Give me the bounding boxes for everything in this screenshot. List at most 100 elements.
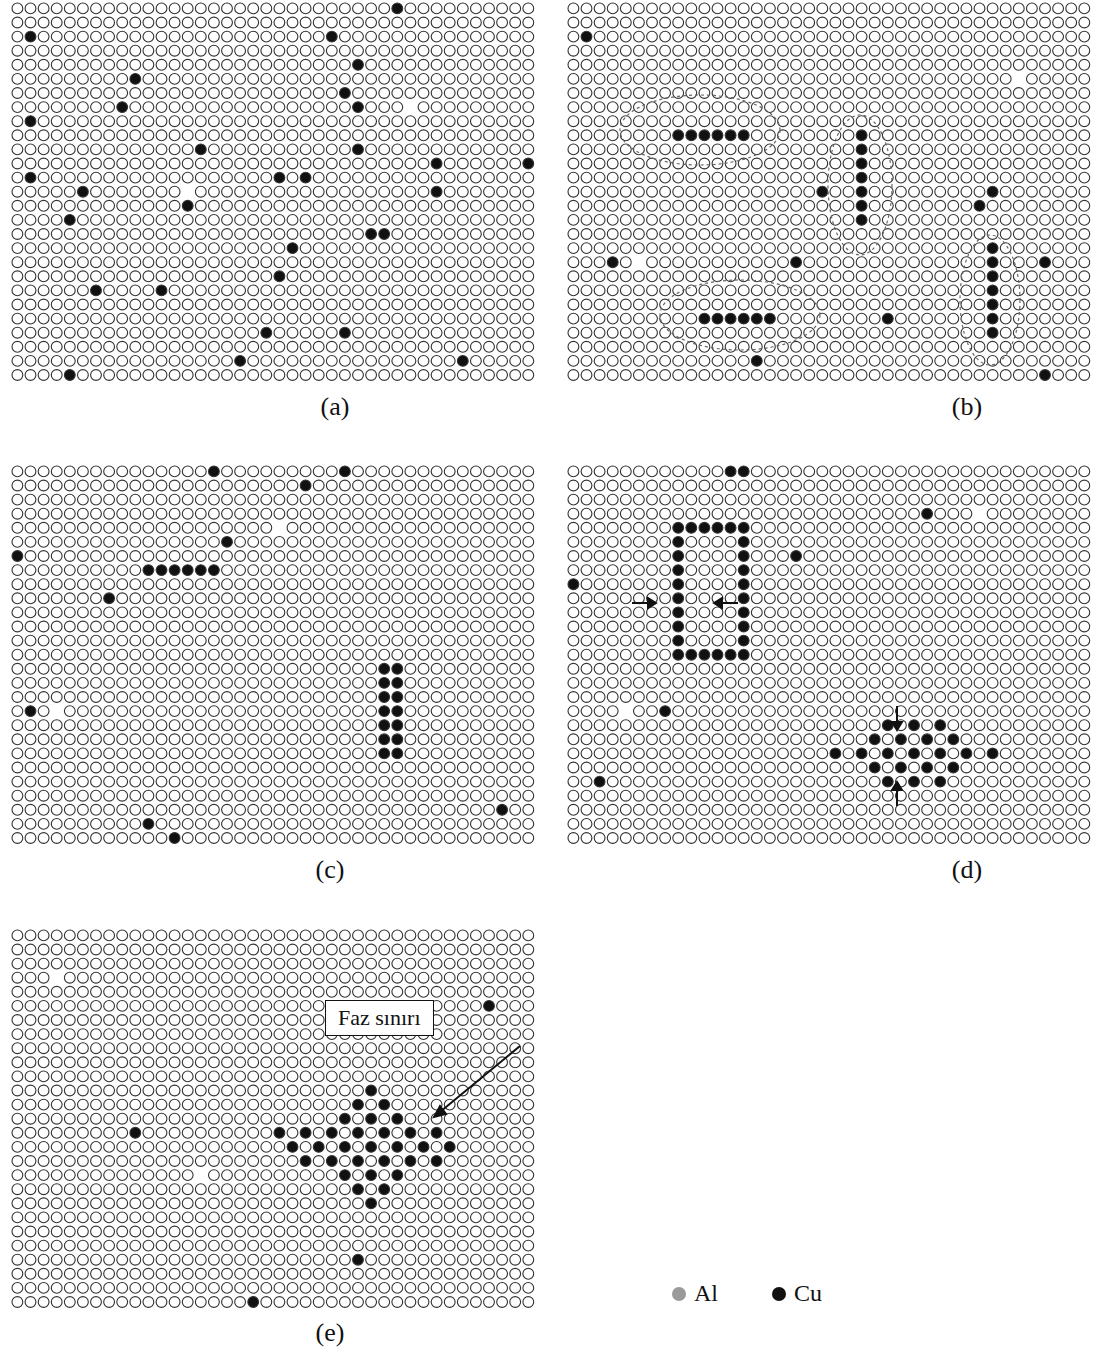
- al-atom: [38, 356, 49, 367]
- al-atom: [712, 257, 723, 268]
- al-atom: [300, 200, 311, 211]
- al-atom: [568, 285, 579, 296]
- al-atom: [457, 17, 468, 28]
- al-atom: [222, 130, 233, 141]
- al-atom: [620, 200, 631, 211]
- al-atom: [169, 45, 180, 56]
- al-atom: [523, 229, 534, 240]
- al-atom: [471, 341, 482, 352]
- al-atom: [647, 130, 658, 141]
- al-atom: [418, 356, 429, 367]
- al-atom: [444, 3, 455, 14]
- al-atom: [634, 31, 645, 42]
- al-atom: [418, 313, 429, 324]
- al-atom: [353, 243, 364, 254]
- al-atom: [169, 327, 180, 338]
- al-atom: [751, 88, 762, 99]
- al-atom: [1053, 45, 1064, 56]
- al-atom: [431, 243, 442, 254]
- al-atom: [607, 215, 618, 226]
- al-atom: [791, 229, 802, 240]
- al-atom: [117, 3, 128, 14]
- al-atom: [568, 186, 579, 197]
- al-atom: [830, 299, 841, 310]
- al-atom: [379, 3, 390, 14]
- al-atom: [1027, 17, 1038, 28]
- al-atom: [568, 215, 579, 226]
- al-atom: [1000, 257, 1011, 268]
- al-atom: [25, 59, 36, 70]
- al-atom: [778, 88, 789, 99]
- cu-atom: [117, 102, 128, 113]
- al-atom: [673, 59, 684, 70]
- al-atom: [143, 243, 154, 254]
- al-atom: [261, 88, 272, 99]
- al-atom: [326, 102, 337, 113]
- al-atom: [195, 271, 206, 282]
- al-atom: [1053, 257, 1064, 268]
- al-atom: [326, 229, 337, 240]
- al-atom: [620, 257, 631, 268]
- al-atom: [922, 3, 933, 14]
- al-atom: [444, 200, 455, 211]
- al-atom: [235, 31, 246, 42]
- al-atom: [326, 59, 337, 70]
- al-atom: [712, 3, 723, 14]
- cu-atom: [987, 243, 998, 254]
- al-atom: [869, 243, 880, 254]
- al-atom: [182, 172, 193, 183]
- al-atom: [686, 257, 697, 268]
- al-atom: [117, 341, 128, 352]
- al-atom: [418, 31, 429, 42]
- al-atom: [64, 356, 75, 367]
- al-atom: [379, 144, 390, 155]
- al-atom: [882, 257, 893, 268]
- al-atom: [1027, 3, 1038, 14]
- al-atom: [91, 3, 102, 14]
- al-atom: [620, 130, 631, 141]
- al-atom: [353, 215, 364, 226]
- al-atom: [444, 299, 455, 310]
- al-atom: [896, 299, 907, 310]
- al-atom: [1000, 31, 1011, 42]
- al-atom: [751, 229, 762, 240]
- al-atom: [326, 172, 337, 183]
- al-atom: [497, 116, 508, 127]
- al-atom: [248, 356, 259, 367]
- al-atom: [948, 271, 959, 282]
- al-atom: [497, 102, 508, 113]
- al-atom: [647, 285, 658, 296]
- al-atom: [313, 313, 324, 324]
- al-atom: [471, 102, 482, 113]
- al-atom: [568, 74, 579, 85]
- al-atom: [510, 327, 521, 338]
- al-atom: [287, 299, 298, 310]
- al-atom: [274, 285, 285, 296]
- al-atom: [326, 186, 337, 197]
- al-atom: [765, 74, 776, 85]
- al-atom: [778, 172, 789, 183]
- cu-atom: [974, 200, 985, 211]
- al-atom: [195, 370, 206, 381]
- al-atom: [1040, 200, 1051, 211]
- al-atom: [778, 299, 789, 310]
- al-atom: [791, 116, 802, 127]
- al-atom: [581, 144, 592, 155]
- al-atom: [935, 285, 946, 296]
- al-atom: [568, 59, 579, 70]
- al-atom: [51, 341, 62, 352]
- al-atom: [1040, 31, 1051, 42]
- cu-atom: [195, 144, 206, 155]
- al-atom: [12, 285, 23, 296]
- al-atom: [51, 88, 62, 99]
- al-atom: [620, 215, 631, 226]
- al-atom: [909, 31, 920, 42]
- al-atom: [1027, 271, 1038, 282]
- al-atom: [647, 271, 658, 282]
- al-atom: [594, 200, 605, 211]
- al-atom: [12, 31, 23, 42]
- al-atom: [523, 88, 534, 99]
- al-atom: [353, 45, 364, 56]
- al-atom: [817, 144, 828, 155]
- al-atom: [287, 229, 298, 240]
